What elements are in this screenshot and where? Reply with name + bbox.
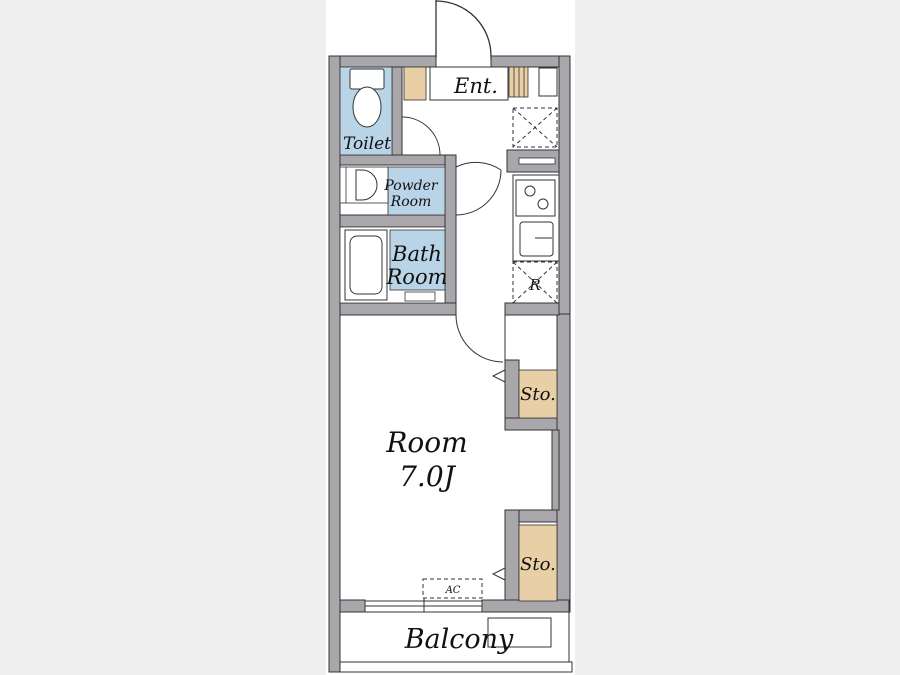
bath-room-label-1: Bath [391, 242, 442, 266]
powder-room-label-2: Room [390, 194, 432, 210]
storage-lower-label: Sto. [520, 554, 556, 575]
room-name-label: Room [385, 426, 467, 459]
powder-room-label-1: Powder [383, 178, 439, 194]
bathtub-icon [349, 235, 383, 295]
refrigerator-space [512, 261, 558, 304]
wall-slot [518, 157, 556, 165]
shoe-storage [403, 66, 427, 101]
room-door-swing [455, 314, 504, 363]
entrance-step [429, 66, 509, 101]
inner-walls [339, 66, 570, 613]
toilet-room: Toilet [339, 66, 393, 156]
storage-upper-label: Sto. [520, 384, 556, 405]
balcony-unit [487, 617, 552, 648]
meter-box [538, 67, 558, 97]
shoe-rack [508, 66, 529, 98]
kitchen [512, 174, 560, 304]
refrigerator-label: R [528, 276, 540, 294]
toilet-label: Toilet [343, 134, 391, 154]
balcony-label: Balcony [404, 624, 514, 655]
bath-room: Bath Room [339, 226, 448, 304]
bath-room-label-2: Room [385, 265, 447, 289]
washing-machine-pan [512, 107, 558, 148]
powder-door-swing [455, 161, 502, 171]
washbasin-icon [355, 169, 378, 201]
air-conditioner-icon [422, 578, 483, 599]
balcony: Balcony [339, 611, 573, 673]
sink-icon [519, 221, 554, 257]
storage-upper: Sto. [491, 369, 558, 419]
air-conditioner-label: AC [445, 585, 461, 596]
storage-lower: Sto. [491, 524, 558, 602]
outer-walls [328, 55, 571, 673]
toilet-tank-icon [349, 68, 385, 90]
entrance-label: Ent. [453, 74, 498, 98]
powder-room: Powder Room [339, 166, 446, 216]
room-size-label: 7.0J [399, 460, 457, 493]
toilet-bowl-icon [352, 86, 382, 128]
stove-icon [515, 179, 556, 217]
toilet-door-swing [401, 116, 441, 156]
